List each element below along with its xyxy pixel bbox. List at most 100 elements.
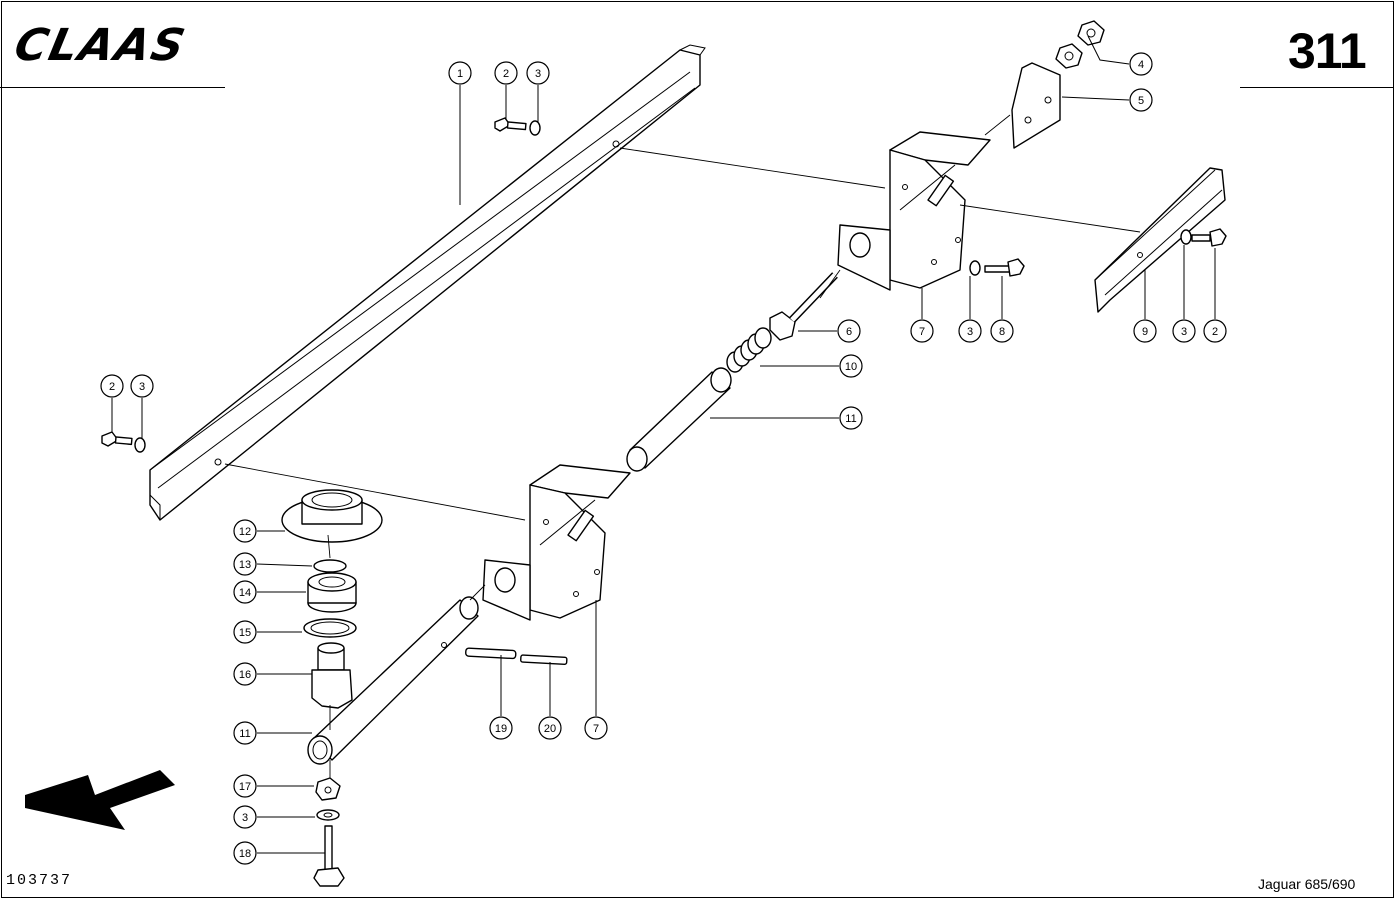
washer-3-bracket bbox=[969, 260, 981, 276]
callout-10: 10 bbox=[760, 354, 863, 378]
callout-label: 7 bbox=[919, 326, 925, 338]
callout-circle bbox=[233, 721, 257, 745]
callout-3: 3 bbox=[130, 374, 154, 438]
assembly-guide-lines bbox=[224, 114, 1141, 778]
page-number: 311 bbox=[1288, 23, 1367, 79]
callout-leader-line bbox=[256, 563, 313, 567]
callout-label: 10 bbox=[845, 361, 857, 373]
clamp-plate-5 bbox=[1011, 62, 1061, 149]
bracket-7-upper bbox=[837, 131, 991, 291]
callout-label: 13 bbox=[239, 559, 251, 571]
callout-8: 8 bbox=[990, 276, 1014, 343]
angle-bracket-9 bbox=[1094, 167, 1226, 313]
bolt-8 bbox=[984, 258, 1025, 277]
callout-18: 18 bbox=[233, 841, 325, 865]
callout-circle bbox=[538, 716, 562, 740]
callout-5: 5 bbox=[1061, 88, 1153, 112]
callout-label: 2 bbox=[503, 68, 509, 80]
callout-16: 16 bbox=[233, 662, 312, 686]
callout-6: 6 bbox=[798, 319, 861, 343]
bolt-18 bbox=[313, 825, 345, 887]
callout-label: 2 bbox=[1212, 326, 1218, 338]
callout-label: 11 bbox=[845, 413, 856, 425]
callout-label: 1 bbox=[457, 68, 463, 80]
callout-circle bbox=[990, 319, 1014, 343]
pin-19 bbox=[465, 647, 517, 660]
bearing-14 bbox=[307, 572, 357, 613]
callout-label: 8 bbox=[999, 326, 1005, 338]
bracket-7-lower bbox=[482, 464, 631, 621]
spring-10 bbox=[726, 327, 772, 373]
callout-circle bbox=[233, 662, 257, 686]
callout-14: 14 bbox=[233, 580, 306, 604]
callout-1: 1 bbox=[448, 61, 472, 205]
pin-20 bbox=[520, 654, 568, 665]
callout-label: 6 bbox=[846, 326, 852, 338]
tube-11-lower bbox=[307, 596, 479, 765]
callout-circle bbox=[233, 805, 257, 829]
callout-circle bbox=[1129, 52, 1153, 76]
callout-circle bbox=[130, 374, 154, 398]
callout-leader-line bbox=[1087, 35, 1130, 65]
callout-3: 3 bbox=[958, 276, 982, 343]
callout-label: 12 bbox=[239, 526, 251, 538]
callout-circle bbox=[233, 580, 257, 604]
callout-2: 2 bbox=[494, 61, 518, 120]
callout-label: 4 bbox=[1138, 59, 1144, 71]
tube-11-upper bbox=[626, 367, 732, 472]
bolt-2-upper bbox=[494, 117, 527, 132]
callout-label: 7 bbox=[593, 723, 599, 735]
bolt-2-right bbox=[1191, 228, 1227, 247]
washer-3-upper bbox=[529, 120, 541, 136]
callout-circle bbox=[448, 61, 472, 85]
callout-label: 11 bbox=[239, 728, 250, 740]
callout-label: 15 bbox=[239, 627, 251, 639]
callout-circle bbox=[100, 374, 124, 398]
callout-label: 20 bbox=[544, 723, 556, 735]
circlip-15 bbox=[303, 618, 357, 638]
callout-15: 15 bbox=[233, 620, 302, 644]
callout-label: 5 bbox=[1138, 95, 1144, 107]
callout-label: 2 bbox=[109, 381, 115, 393]
callout-circle bbox=[1133, 319, 1157, 343]
callout-label: 3 bbox=[242, 812, 248, 824]
callout-label: 17 bbox=[239, 781, 251, 793]
callout-3: 3 bbox=[233, 805, 315, 829]
callout-circle bbox=[837, 319, 861, 343]
callout-label: 3 bbox=[967, 326, 973, 338]
rail-part-1 bbox=[149, 44, 706, 521]
callout-11: 11 bbox=[710, 406, 863, 430]
callout-label: 3 bbox=[139, 381, 145, 393]
callout-3: 3 bbox=[526, 61, 550, 122]
callout-circle bbox=[233, 519, 257, 543]
header-rule-right bbox=[1240, 87, 1394, 88]
callout-9: 9 bbox=[1133, 270, 1157, 343]
callout-2: 2 bbox=[100, 374, 124, 432]
callout-3: 3 bbox=[1172, 245, 1196, 343]
callout-2: 2 bbox=[1203, 248, 1227, 343]
callout-13: 13 bbox=[233, 552, 313, 576]
callout-label: 3 bbox=[535, 68, 541, 80]
callout-circle bbox=[233, 552, 257, 576]
callout-11: 11 bbox=[233, 721, 312, 745]
callout-4: 4 bbox=[1087, 35, 1153, 76]
callout-label: 18 bbox=[239, 848, 251, 860]
nut-17 bbox=[315, 777, 341, 801]
callout-leader-line bbox=[1061, 96, 1130, 101]
callout-circle bbox=[233, 841, 257, 865]
callout-7: 7 bbox=[910, 288, 934, 343]
hub-16 bbox=[311, 642, 353, 709]
callout-circle bbox=[233, 774, 257, 798]
callout-20: 20 bbox=[538, 662, 562, 740]
callout-circle bbox=[494, 61, 518, 85]
callout-19: 19 bbox=[489, 655, 513, 740]
callout-circle bbox=[526, 61, 550, 85]
machine-model: Jaguar 685/690 bbox=[1258, 876, 1356, 892]
direction-arrow bbox=[25, 770, 175, 830]
callout-circle bbox=[839, 354, 863, 378]
callout-circle bbox=[584, 716, 608, 740]
callout-17: 17 bbox=[233, 774, 314, 798]
header-rule-left bbox=[0, 87, 225, 88]
